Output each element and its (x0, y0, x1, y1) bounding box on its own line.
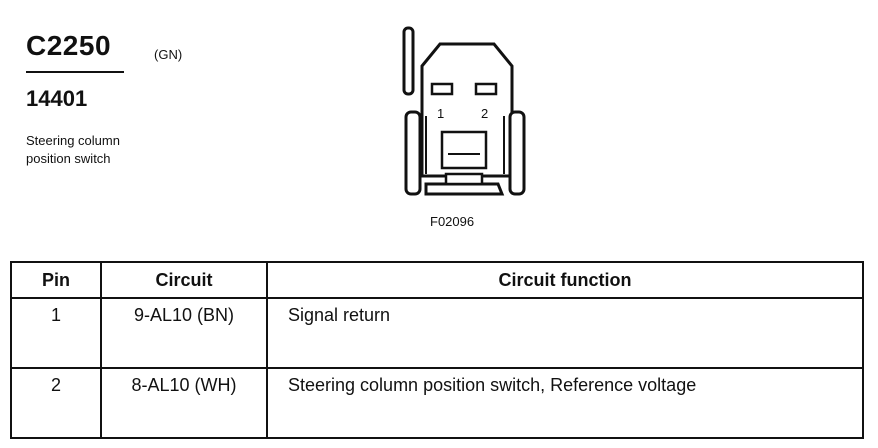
cell-circuit: 9-AL10 (BN) (100, 297, 268, 369)
locking-tab (402, 26, 415, 96)
cell-circuit: 8-AL10 (WH) (100, 367, 268, 439)
header-pin: Pin (10, 261, 102, 299)
table-header-row: Pin Circuit Circuit function (10, 261, 864, 299)
pin-label-2: 2 (481, 106, 488, 121)
cell-function: Steering column position switch, Referen… (266, 367, 864, 439)
bottom-latch (424, 182, 505, 196)
connector-id: C2250 (26, 30, 112, 61)
right-rail (508, 110, 526, 196)
connector-face-drawing: 1 2 (402, 26, 526, 196)
center-key (440, 130, 488, 170)
left-rail (404, 110, 422, 196)
pin-cavity-2 (474, 82, 498, 96)
header-circuit-function: Circuit function (266, 261, 864, 299)
component-line-2: position switch (26, 151, 111, 166)
connector-color-code: (GN) (154, 47, 183, 62)
cell-pin: 2 (10, 367, 102, 439)
component-description: Steering column position switch (26, 132, 206, 168)
figure-id: F02096 (430, 214, 475, 229)
component-line-1: Steering column (26, 133, 120, 148)
pin-label-1: 1 (437, 106, 444, 121)
title-underline (26, 71, 124, 73)
cell-function: Signal return (266, 297, 864, 369)
table-row: 2 8-AL10 (WH) Steering column position s… (10, 367, 864, 439)
cell-pin: 1 (10, 297, 102, 369)
pin-cavity-1 (430, 82, 454, 96)
header-circuit: Circuit (100, 261, 268, 299)
part-number: 14401 (26, 86, 88, 111)
table-row: 1 9-AL10 (BN) Signal return (10, 297, 864, 369)
pinout-table: Pin Circuit Circuit function 1 9-AL10 (B… (10, 261, 864, 439)
